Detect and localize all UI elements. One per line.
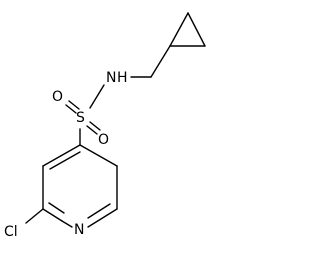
bond-cp-top-right	[187, 12, 206, 47]
double-bond-c3-c4-inner	[49, 151, 81, 170]
double-bond-c5-c6-inner	[48, 202, 65, 214]
sulfonyl-oxygen-lower-bond	[86, 121, 101, 135]
bond-c5-c6	[42, 208, 63, 222]
atom-sulfur: S	[76, 110, 85, 126]
atom-oxygen-lower: O	[98, 132, 109, 148]
bond-cp-left-top	[169, 12, 189, 47]
cyclopropyl-ring	[169, 12, 206, 47]
chemical-structure: N H S O O N Cl	[4, 12, 206, 240]
bond-c3-c4	[42, 144, 81, 167]
atom-chlorine: Cl	[4, 224, 18, 240]
bond-n-s	[89, 84, 105, 109]
bond-c6-n1	[61, 220, 73, 228]
atom-hydrogen-amine: H	[117, 70, 128, 86]
pyridine-ring	[42, 144, 118, 228]
bond-cp-ch2	[150, 45, 171, 78]
atom-nitrogen-amine: N	[106, 70, 116, 86]
double-bond-c2-n1-inner	[87, 203, 111, 219]
bond-c3-c3b	[79, 144, 118, 167]
sulfonyl-oxygen-upper-bond	[65, 100, 80, 114]
atom-oxygen-upper: O	[52, 89, 63, 105]
bond-c-cl	[25, 208, 44, 224]
atom-nitrogen-pyridine: N	[74, 222, 84, 238]
bond-n1-c2	[87, 208, 118, 228]
